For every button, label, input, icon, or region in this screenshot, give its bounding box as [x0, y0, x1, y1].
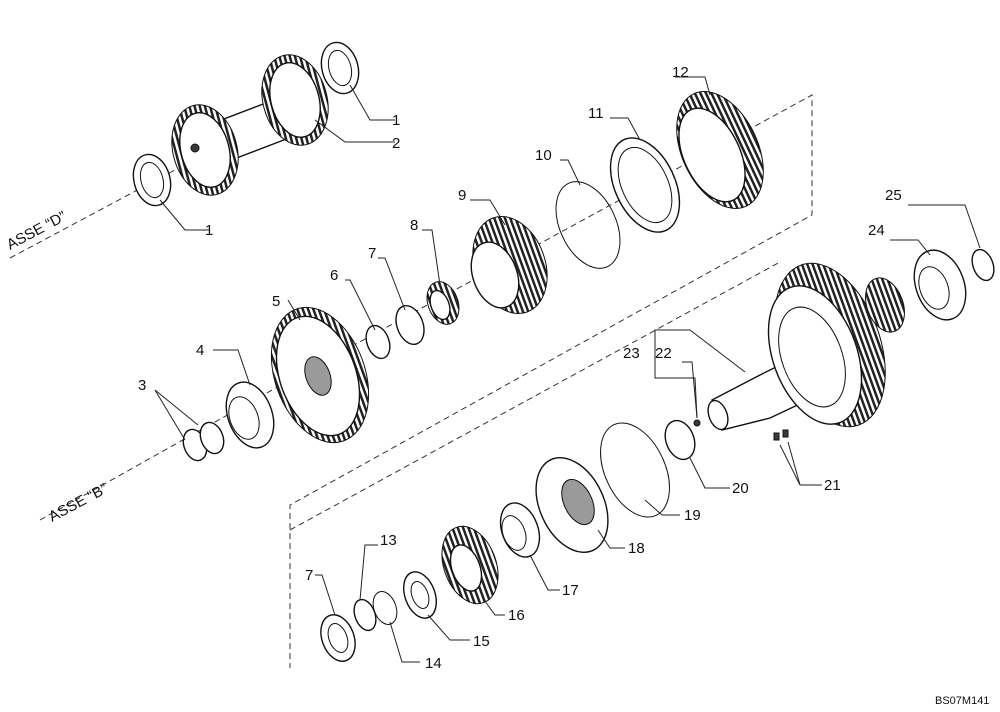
ring-13: [353, 598, 377, 632]
pin-21b: [782, 429, 789, 438]
callout-19: 19: [684, 507, 701, 524]
callout-labels: 1 1 2 3 4 5 6 7 7 8 9 10 11 12 13 14 15 …: [138, 64, 902, 672]
callout-2: 2: [392, 135, 400, 152]
callout-4: 4: [196, 342, 204, 359]
callout-10: 10: [535, 147, 552, 164]
shaft-b-upper-parts: [182, 91, 764, 462]
callout-8: 8: [410, 217, 418, 234]
shaft-b-lower-parts: [320, 419, 696, 662]
callout-7-lower: 7: [305, 567, 313, 584]
main-shaft-b: [693, 248, 995, 441]
callout-11: 11: [588, 105, 604, 122]
snap-ring-10: [555, 181, 621, 269]
callout-6: 6: [330, 267, 338, 284]
callout-22: 22: [655, 345, 672, 362]
bearing-1-lower: [132, 153, 172, 207]
snap-ring-3b: [199, 421, 225, 455]
callout-1-upper: 1: [392, 112, 400, 129]
callout-18: 18: [628, 540, 645, 557]
ring-20: [664, 419, 696, 461]
callout-23: 23: [623, 345, 640, 362]
ring-6: [365, 324, 391, 360]
plate-11: [609, 137, 681, 233]
callout-13: 13: [380, 532, 397, 549]
callout-24: 24: [868, 222, 885, 239]
axis-b-label: ASSE “B”: [46, 480, 111, 525]
washer-15: [402, 571, 438, 619]
callout-14: 14: [425, 655, 442, 672]
bearing-24: [913, 249, 967, 321]
callout-3: 3: [138, 377, 146, 394]
bearing-4: [225, 381, 275, 449]
callout-17: 17: [562, 582, 579, 599]
callout-21: 21: [824, 477, 841, 494]
shaft-d-assembly: [132, 41, 360, 207]
callout-9: 9: [458, 187, 466, 204]
callout-12: 12: [672, 64, 689, 81]
callout-5: 5: [272, 293, 280, 310]
leader-lines: [154, 76, 981, 663]
callout-15: 15: [473, 633, 490, 650]
o-ring-19: [600, 422, 670, 518]
callout-1-lower: 1: [205, 222, 213, 239]
callout-7-upper: 7: [368, 245, 376, 262]
pin-21a: [773, 432, 780, 441]
callout-20: 20: [732, 480, 749, 497]
axis-d-label: ASSE “D”: [4, 208, 69, 254]
ring-25: [971, 248, 995, 282]
ball-22: [693, 419, 701, 427]
callout-25: 25: [885, 187, 902, 204]
callout-16: 16: [508, 607, 525, 624]
ring-7: [395, 304, 425, 346]
ring-7-lower: [320, 614, 356, 662]
drawing-code: BS07M141: [935, 695, 989, 707]
